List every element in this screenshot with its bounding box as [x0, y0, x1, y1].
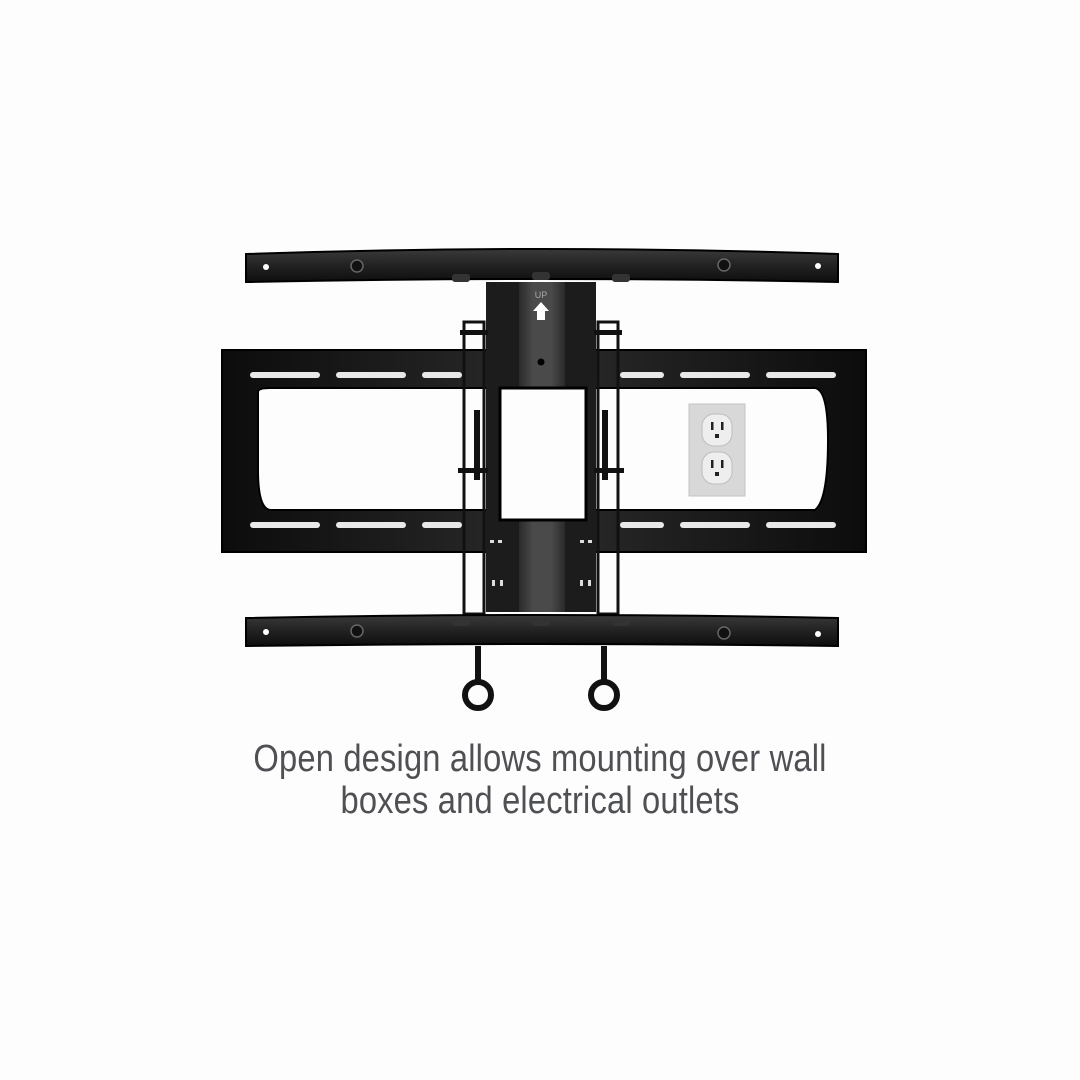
electrical-outlet-icon	[688, 403, 746, 497]
caption-line-2: boxes and electrical outlets	[340, 780, 740, 822]
up-arrow-icon	[533, 302, 549, 320]
svg-text:UP: UP	[535, 290, 548, 300]
feature-caption: Open design allows mounting over wall bo…	[76, 738, 1005, 822]
center-column: UP	[458, 282, 624, 616]
caption-line-1: Open design allows mounting over wall	[253, 738, 827, 780]
top-rail	[245, 248, 839, 284]
bottom-rail	[245, 614, 839, 648]
pull-ring-icon	[462, 646, 620, 711]
